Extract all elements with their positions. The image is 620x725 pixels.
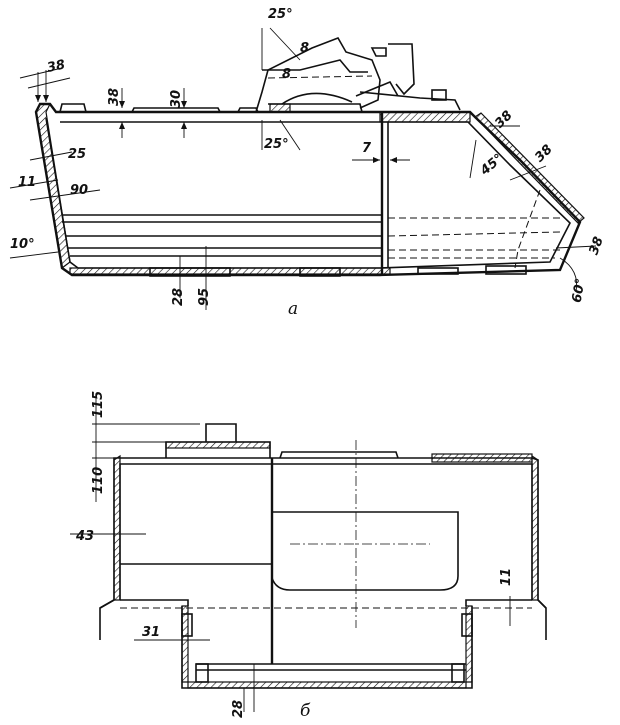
dash-front-2 bbox=[387, 231, 561, 237]
hull-b-left-wall bbox=[113, 454, 121, 601]
dim-a-25: 25 bbox=[68, 147, 86, 162]
dim-a-38-top-left: 38 bbox=[46, 57, 67, 75]
dim-a-10deg: 10° bbox=[10, 237, 35, 252]
dim-a-38-front-b: 38 bbox=[532, 142, 555, 165]
hull-b-lower-box bbox=[181, 606, 473, 689]
dim-a-8-b: 8 bbox=[282, 67, 291, 82]
inner-compartment bbox=[271, 511, 459, 591]
rear-plate bbox=[35, 103, 71, 270]
dim-a-11: 11 bbox=[18, 175, 36, 190]
hull-a-outline bbox=[34, 102, 582, 277]
view-a-side-section: 38 38 30 25° 8 8 25° 25 11 90 10° 7 38 3… bbox=[9, 7, 607, 319]
dim-a-38-hatch: 38 bbox=[107, 88, 122, 106]
hull-a-inner-skin bbox=[45, 117, 571, 269]
roof-hatch-middle bbox=[131, 107, 221, 113]
view-b-plan-section: 115 110 43 31 11 28 б bbox=[70, 391, 547, 721]
dim-a-25deg-top: 25° bbox=[268, 7, 293, 22]
dim-a-38-nose: 38 bbox=[587, 235, 607, 257]
dim-a-90: 90 bbox=[70, 183, 88, 198]
hull-b-right-wall bbox=[531, 454, 539, 601]
bottom-pad-2 bbox=[299, 267, 341, 277]
cupola bbox=[255, 37, 461, 113]
dim-38-leader2 bbox=[27, 77, 71, 89]
dim-38-leader bbox=[19, 67, 63, 79]
dim-b-11: 11 bbox=[499, 568, 514, 586]
dim-a-45deg: 45° bbox=[477, 151, 506, 179]
dim-b-31: 31 bbox=[142, 625, 160, 640]
dim-a-30-hatch: 30 bbox=[169, 90, 184, 108]
dim-a-95: 95 bbox=[197, 288, 212, 306]
dim-b-43: 43 bbox=[75, 529, 94, 544]
view-a-label: а bbox=[288, 299, 298, 319]
dim-a-7: 7 bbox=[362, 141, 372, 156]
dim-b-115: 115 bbox=[91, 391, 106, 418]
bottom-pad-3 bbox=[417, 267, 459, 275]
dash-front-diag bbox=[514, 189, 541, 269]
bottom-pad-1 bbox=[149, 267, 231, 277]
hull-b-outline bbox=[99, 457, 547, 640]
roof-hatch-left bbox=[59, 103, 87, 113]
dim-a-60deg: 60° bbox=[570, 277, 589, 304]
bottom-pad-4 bbox=[485, 265, 527, 275]
hull-b-inner bbox=[119, 463, 533, 600]
front-upper-plate bbox=[474, 112, 585, 224]
dim-a-25deg-low: 25° bbox=[264, 137, 289, 152]
dim-b-28: 28 bbox=[231, 700, 246, 718]
roof-plate-hatched bbox=[379, 111, 471, 123]
dim-a-8-a: 8 bbox=[300, 41, 309, 56]
view-b-label: б bbox=[300, 701, 311, 721]
dim-b-110: 110 bbox=[91, 467, 106, 494]
dim-a-28: 28 bbox=[171, 288, 186, 306]
bottom-plate-b bbox=[187, 681, 467, 689]
